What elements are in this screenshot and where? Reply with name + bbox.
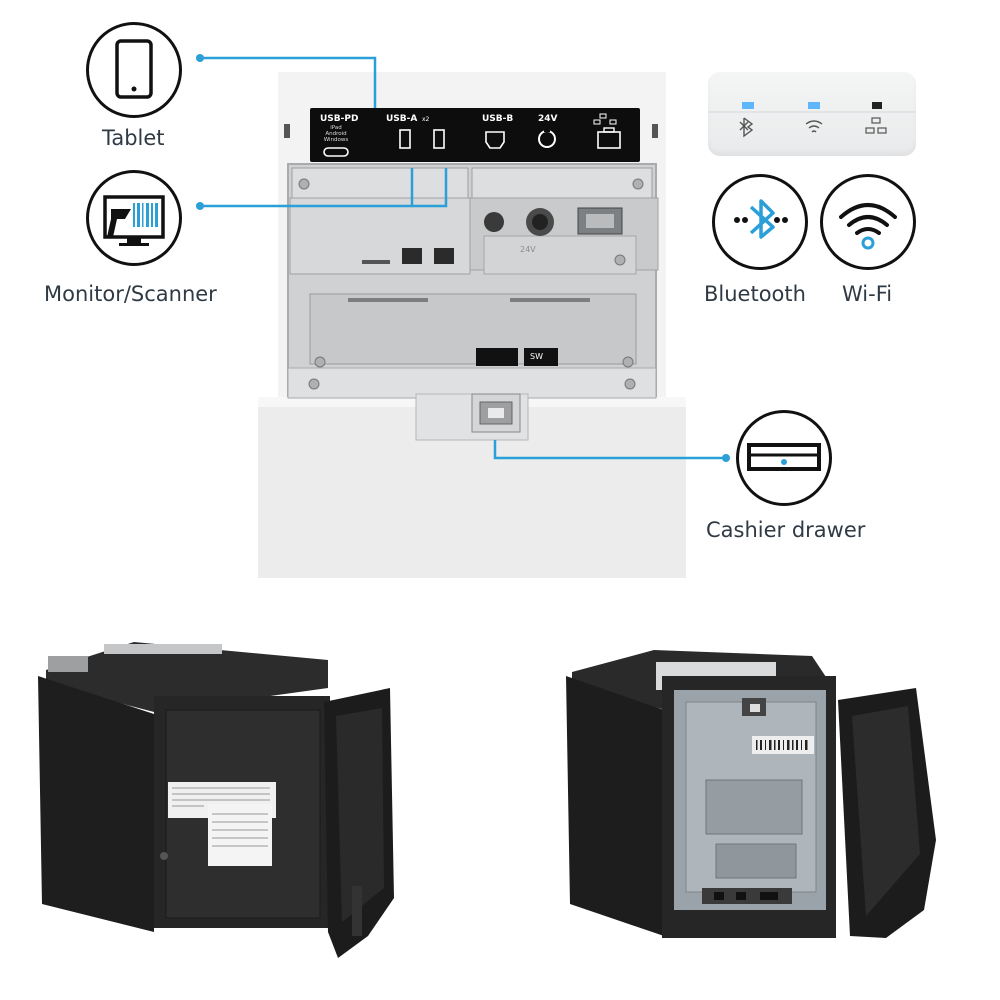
scanner-icon: [103, 195, 165, 246]
monitor-scanner-label: Monitor/Scanner: [44, 282, 217, 306]
printer-top-view: USB-PD iPad Android Windows USB-A x2 USB…: [258, 72, 686, 578]
wifi-icon: [839, 203, 897, 250]
tablet-icon: [115, 39, 153, 99]
usb-b-label: USB-B: [482, 114, 514, 124]
usb-a-count: x2: [422, 116, 430, 123]
printer-back-view-photo: [38, 642, 394, 958]
bluetooth-label: Bluetooth: [704, 282, 806, 306]
usb-pd-sub-3: Windows: [323, 137, 349, 143]
inner-24v-mark: 24V: [520, 245, 536, 254]
port-label-panel: USB-PD iPad Android Windows USB-A x2 USB…: [310, 108, 640, 162]
usb-pd-label: USB-PD: [320, 114, 359, 124]
tablet-label: Tablet: [102, 126, 165, 150]
connector-lines: [196, 54, 730, 462]
usb-pd-sub-2: Android: [325, 131, 347, 137]
wifi-icon-circle: [820, 174, 916, 270]
bluetooth-icon-circle: [712, 174, 808, 270]
bluetooth-icon: [734, 199, 788, 239]
power-24v-label: 24V: [538, 114, 558, 124]
printer-open-view-photo: [566, 650, 936, 938]
tablet-icon-circle: [86, 22, 182, 118]
status-led-strip: [708, 72, 916, 156]
cash-drawer-icon: [747, 443, 821, 471]
cashier-drawer-label: Cashier drawer: [706, 518, 866, 542]
cashier-drawer-icon-circle: [736, 410, 832, 506]
status-led-icons: [708, 102, 916, 138]
usb-pd-sub-1: iPad: [330, 125, 342, 131]
inner-sw-mark: SW: [530, 352, 543, 361]
usb-a-label: USB-A: [386, 114, 418, 124]
monitor-scanner-icon-circle: [86, 170, 182, 266]
port-icons: [323, 113, 621, 157]
wifi-label: Wi-Fi: [842, 282, 893, 306]
